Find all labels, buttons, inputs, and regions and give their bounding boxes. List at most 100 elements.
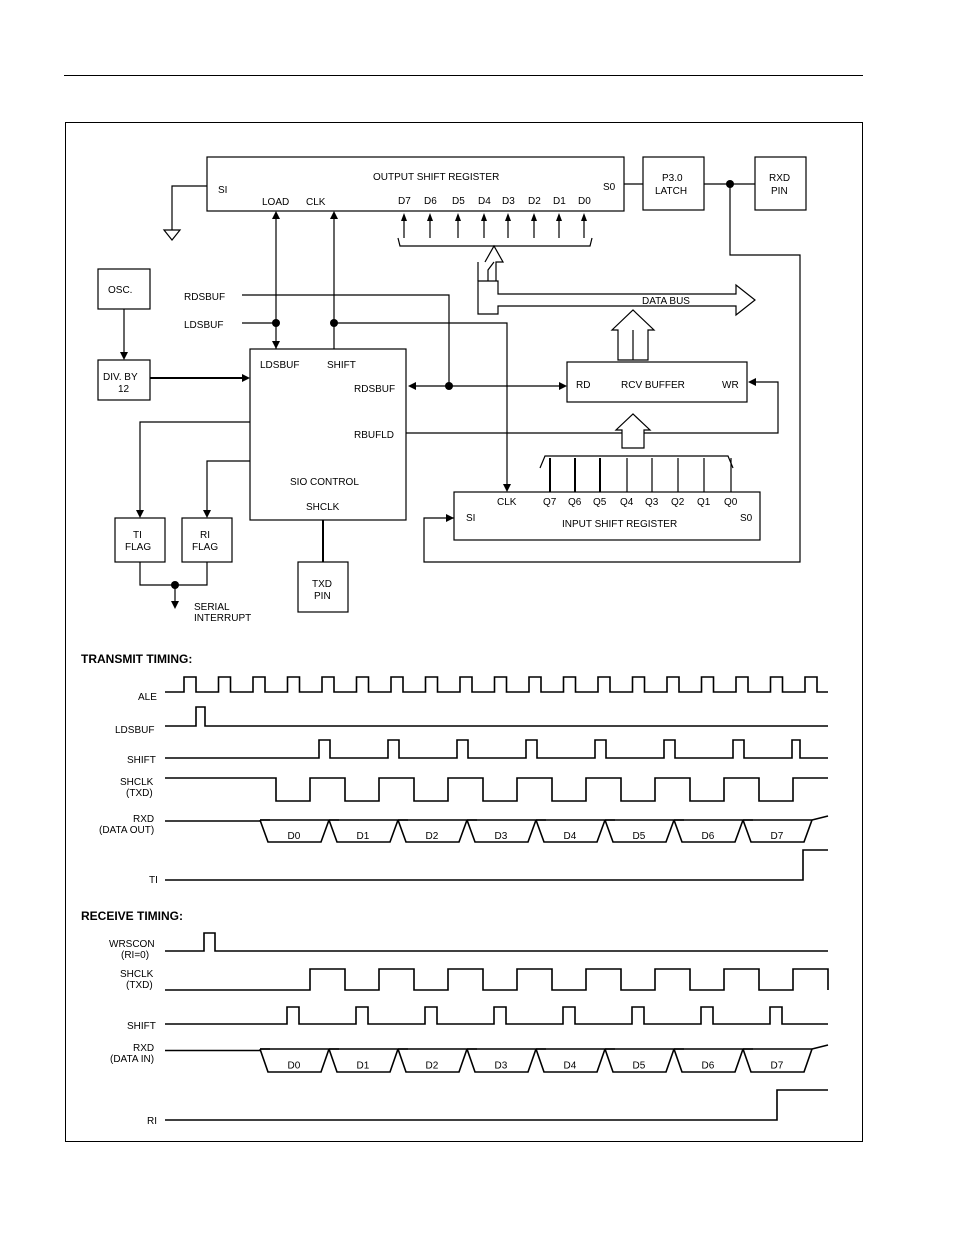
rcv-rd-label: RD <box>576 380 590 391</box>
tx-shclk-waveform <box>165 777 828 802</box>
osr-bit-arrowhead-0 <box>401 213 407 221</box>
osr-bit-d5: D5 <box>452 196 465 207</box>
osr-load-label: LOAD <box>262 197 289 208</box>
txd-pin-box <box>297 561 349 613</box>
serial-interrupt-line2: INTERRUPT <box>194 613 251 624</box>
rx-label-d6: D6 <box>702 1061 715 1072</box>
tx-ale-waveform <box>165 676 828 693</box>
isr-bit-q2: Q2 <box>671 497 685 508</box>
clk-arrow-up <box>330 211 338 219</box>
isr-clk-label: CLK <box>497 497 517 508</box>
tx-ale-label: ALE <box>138 692 157 703</box>
tx-label-d6: D6 <box>702 831 715 842</box>
ri-flag-line2: FLAG <box>192 542 218 553</box>
osr-bit-arrowhead-4 <box>505 213 511 221</box>
sio-control-block <box>249 348 407 521</box>
transmit-timing-title: TRANSMIT TIMING: <box>81 652 192 666</box>
tx-label-d0: D0 <box>288 831 301 842</box>
rdsbuf-arrow-left <box>408 382 416 390</box>
rx-ri-waveform <box>165 1089 828 1121</box>
tx-shift-label: SHIFT <box>127 755 156 766</box>
sio-to-ti-wire <box>139 421 250 514</box>
latch-line2: LATCH <box>655 186 687 197</box>
input-shift-register <box>453 491 761 541</box>
receive-timing-title: RECEIVE TIMING: <box>81 909 183 923</box>
ri-arrow <box>203 510 211 518</box>
sio-rdsbuf-label: RDSBUF <box>354 384 395 395</box>
div-line1: DIV. BY <box>103 372 138 383</box>
osr-title: OUTPUT SHIFT REGISTER <box>373 172 499 183</box>
load-arrow-down <box>272 341 280 349</box>
rx-tail <box>811 1044 829 1050</box>
ext-ldsbuf-label: LDSBUF <box>184 320 223 331</box>
isr-bit-q6: Q6 <box>568 497 582 508</box>
load-arrow-up <box>272 211 280 219</box>
isr-bit-q1: Q1 <box>697 497 711 508</box>
tx-rxd-label2: (DATA OUT) <box>99 825 154 836</box>
rbufld-to-wr-wire <box>406 381 779 434</box>
isr-title: INPUT SHIFT REGISTER <box>562 519 677 530</box>
rd-arrow <box>559 382 567 390</box>
osc-label: OSC. <box>108 285 132 296</box>
tx-ldsbuf-label: LDSBUF <box>115 725 154 736</box>
osr-bit-d2: D2 <box>528 196 541 207</box>
osr-bus-brace <box>397 237 593 247</box>
osr-si-label: SI <box>218 185 227 196</box>
osr-clk-label: CLK <box>306 197 326 208</box>
rcv-buffer <box>566 361 748 403</box>
tx-ti-label: TI <box>149 875 158 886</box>
bus-tap-up <box>484 244 505 281</box>
osr-bit-arrowhead-5 <box>531 213 537 221</box>
rx-label-d0: D0 <box>288 1061 301 1072</box>
rx-label-d5: D5 <box>633 1061 646 1072</box>
osr-bit-d3: D3 <box>502 196 515 207</box>
isr-bit-q4: Q4 <box>620 497 634 508</box>
latch-line1: P3.0 <box>662 173 683 184</box>
tx-ti-waveform <box>165 849 828 881</box>
tx-ldsbuf-waveform <box>165 706 828 727</box>
rx-wrscon-waveform <box>165 932 828 952</box>
rx-label-d4: D4 <box>564 1061 577 1072</box>
isr-si-label: SI <box>466 513 475 524</box>
rx-rxd-label: RXD <box>133 1043 154 1054</box>
isr-bit-q7: Q7 <box>543 497 557 508</box>
ti-flag-line2: FLAG <box>125 542 151 553</box>
osr-bit-d0: D0 <box>578 196 591 207</box>
ground-icon <box>162 229 182 241</box>
div-line2: 12 <box>118 384 130 395</box>
osr-bit-arrowhead-2 <box>455 213 461 221</box>
tx-rxd-label: RXD <box>133 814 154 825</box>
tx-label-d3: D3 <box>495 831 508 842</box>
sio-to-ri-wire <box>206 460 250 514</box>
rxd-pin-line2: PIN <box>771 186 788 197</box>
rx-shift-label: SHIFT <box>127 1021 156 1032</box>
rx-label-d2: D2 <box>426 1061 439 1072</box>
rx-shclk-waveform <box>165 968 829 991</box>
ti-flag-box <box>114 517 166 563</box>
figure-frame <box>65 122 863 1142</box>
txd-pin-line2: PIN <box>314 591 331 602</box>
rx-shclk-label: SHCLK <box>120 969 154 980</box>
sio-shclk-label: SHCLK <box>306 502 340 513</box>
osr-bit-d7: D7 <box>398 196 411 207</box>
rx-shift-waveform <box>165 1006 828 1025</box>
ri-flag-box <box>181 517 233 563</box>
isr-to-rcv-arrow <box>614 413 652 449</box>
si-ground-wire <box>171 185 207 230</box>
tx-label-d7: D7 <box>771 831 784 842</box>
rx-rxd-label2: (DATA IN) <box>110 1054 154 1065</box>
sio-control-title: SIO CONTROL <box>290 477 359 488</box>
interrupt-arrow <box>171 601 179 609</box>
tx-label-d4: D4 <box>564 831 577 842</box>
isr-clk-arrow <box>503 484 511 492</box>
tx-label-d1: D1 <box>357 831 370 842</box>
ti-arrow <box>136 510 144 518</box>
isr-bit-q5: Q5 <box>593 497 607 508</box>
ti-flag-line1: TI <box>133 530 142 541</box>
isr-so-label: S0 <box>740 513 753 524</box>
rx-label-d3: D3 <box>495 1061 508 1072</box>
